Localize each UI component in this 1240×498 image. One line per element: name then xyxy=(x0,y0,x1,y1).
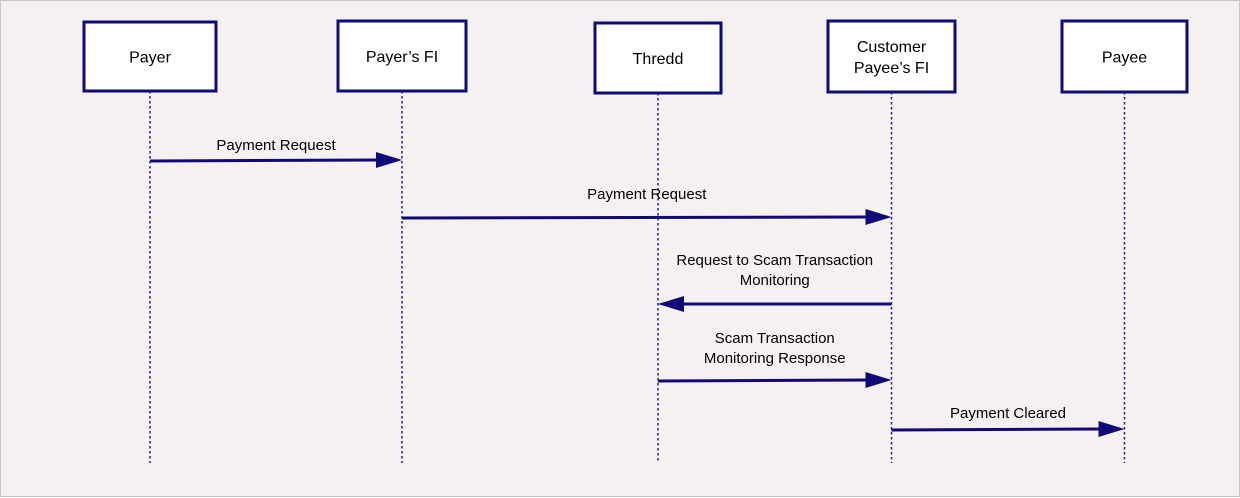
message-arrowhead-0 xyxy=(376,152,402,168)
actor-0: Payer xyxy=(82,20,218,93)
actor-box-1 xyxy=(336,19,468,93)
actor-label-0-0: Payer xyxy=(129,50,171,67)
actor-label-3-1: Payee’s FI xyxy=(854,60,929,77)
actor-label-3-0: Customer xyxy=(857,39,927,56)
message-line-3 xyxy=(657,378,866,383)
message-0: Payment Request xyxy=(149,137,402,168)
message-4: Payment Cleared xyxy=(891,405,1125,437)
message-arrowhead-4 xyxy=(1098,421,1125,437)
message-line-0 xyxy=(149,158,377,163)
message-line-4 xyxy=(891,427,1099,432)
message-label-1-0: Payment Request xyxy=(587,186,707,203)
actor-label-2-0: Thredd xyxy=(633,51,684,68)
actor-4: Payee xyxy=(1060,19,1189,94)
message-label-0-0: Payment Request xyxy=(216,137,336,154)
message-label-3-0: Scam Transaction xyxy=(715,330,835,347)
actor-label-4-0: Payee xyxy=(1102,50,1147,67)
message-label-2-0: Request to Scam Transaction xyxy=(676,252,873,269)
message-label-3-1: Monitoring Response xyxy=(704,350,846,367)
message-1: Payment Request xyxy=(401,186,892,225)
message-arrowhead-3 xyxy=(865,372,892,388)
actor-box-0 xyxy=(82,20,218,93)
actor-box-3 xyxy=(826,19,957,94)
actor-box-4 xyxy=(1060,19,1189,94)
actor-1: Payer’s FI xyxy=(336,19,468,93)
actor-box-2 xyxy=(593,21,723,95)
message-label-4-0: Payment Cleared xyxy=(950,405,1066,422)
message-arrowhead-1 xyxy=(865,209,892,225)
message-label-2-1: Monitoring xyxy=(740,272,810,289)
actor-2: Thredd xyxy=(593,21,723,95)
lifelines xyxy=(149,91,1126,463)
message-line-1 xyxy=(401,215,866,220)
actor-label-1-0: Payer’s FI xyxy=(366,49,438,66)
message-arrowhead-2 xyxy=(658,296,684,312)
